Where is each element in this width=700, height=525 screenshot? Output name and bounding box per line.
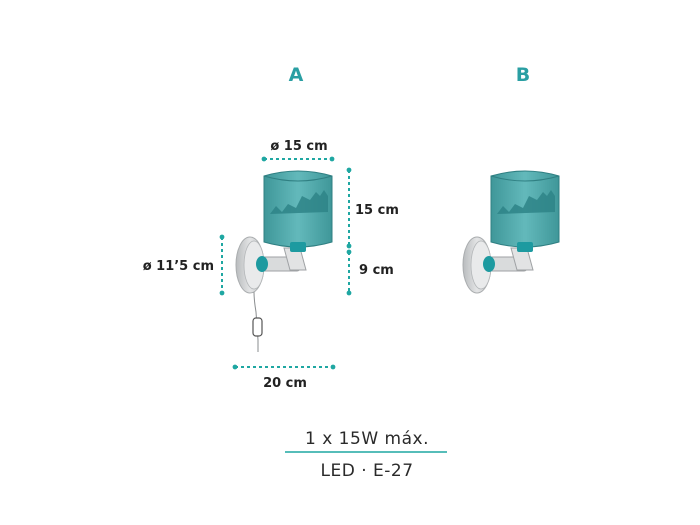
shade-height-label: 15 cm <box>355 203 399 218</box>
variant-a-label: A <box>289 64 304 86</box>
lampshade-b <box>490 170 560 252</box>
cord-switch-icon <box>252 317 263 337</box>
wall-base-b <box>462 236 492 294</box>
type-spec: LED · E-27 <box>320 461 413 481</box>
shade-diameter-label: ø 15 cm <box>270 139 327 154</box>
lamp-b <box>462 170 560 294</box>
spec-block: 1 x 15W máx. LED · E-27 <box>285 429 447 481</box>
lamp-arm-b <box>483 247 534 272</box>
depth-label: 20 cm <box>263 376 307 391</box>
power-spec: 1 x 15W máx. <box>305 429 429 449</box>
base-diameter-label: ø 11’5 cm <box>143 259 214 274</box>
arm-height-label: 9 cm <box>359 263 394 278</box>
dimension-lines-a <box>219 156 352 370</box>
castle-silhouette-a <box>270 190 328 214</box>
pull-cord-a <box>252 291 263 352</box>
variant-b-label: B <box>516 64 530 86</box>
castle-silhouette-b <box>497 190 555 214</box>
lampshade-a <box>263 170 333 252</box>
lamp-a <box>235 170 333 352</box>
